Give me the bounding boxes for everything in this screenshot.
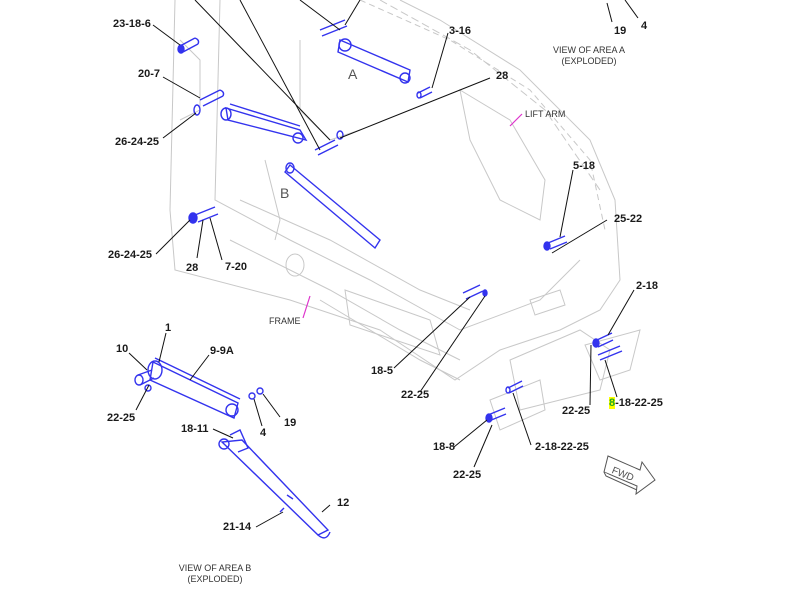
machine-outline [169, 0, 641, 431]
callout-1[interactable]: 1 [165, 322, 172, 334]
callout-2-18-22-25[interactable]: 2-18-22-25 [535, 441, 589, 453]
callout-2-18[interactable]: 2-18 [636, 280, 659, 292]
callout-21-14[interactable]: 21-14 [223, 521, 252, 533]
frame-label: FRAME [269, 316, 301, 326]
callout-8-18-22-25-rest: -18-22-25 [615, 397, 663, 409]
callout-3-16[interactable]: 3-16 [449, 25, 472, 37]
callout-18-5[interactable]: 18-5 [371, 365, 394, 377]
view-area-b-caption-line1: VIEW OF AREA B [178, 563, 252, 573]
callout-9-9a[interactable]: 9-9A [210, 345, 234, 357]
view-area-a-caption-line2: (EXPLODED) [561, 56, 617, 66]
callout-25-22[interactable]: 25-22 [614, 213, 643, 225]
view-area-b-caption-line2: (EXPLODED) [187, 574, 243, 584]
highlighted-parts [134, 19, 623, 539]
fwd-arrow-icon [603, 455, 656, 496]
callout-5-18[interactable]: 5-18 [573, 160, 596, 172]
callout-4-b[interactable]: 4 [260, 427, 267, 439]
callout-7-20[interactable]: 7-20 [225, 261, 248, 273]
callout-20-7[interactable]: 20-7 [138, 68, 161, 80]
callout-19-b[interactable]: 19 [284, 417, 297, 429]
callout-28-top[interactable]: 28 [496, 70, 509, 82]
callout-22-25-d[interactable]: 22-25 [107, 412, 136, 424]
leader-lines [128, 0, 639, 528]
callout-28-mid[interactable]: 28 [186, 262, 199, 274]
view-area-b-caption: VIEW OF AREA B (EXPLODED) [174, 563, 256, 585]
callout-22-25-b[interactable]: 22-25 [562, 405, 591, 417]
callout-23-18-6[interactable]: 23-18-6 [113, 18, 151, 30]
search-highlight: 8 [609, 397, 616, 409]
view-area-a-caption: VIEW OF AREA A (EXPLODED) [546, 45, 632, 67]
area-a-label: A [348, 66, 358, 82]
callout-18-11[interactable]: 18-11 [181, 423, 209, 435]
label-leaders [302, 113, 523, 319]
callout-18-8[interactable]: 18-8 [433, 441, 456, 453]
callout-10[interactable]: 10 [116, 343, 129, 355]
callout-8-18-22-25[interactable]: 8-18-22-25 [609, 397, 663, 409]
callout-26-24-25-top[interactable]: 26-24-25 [115, 136, 160, 148]
callout-22-25-c[interactable]: 22-25 [453, 469, 482, 481]
callout-26-24-25-mid[interactable]: 26-24-25 [108, 249, 153, 261]
callout-12[interactable]: 12 [337, 497, 350, 509]
callout-22-25-a[interactable]: 22-25 [401, 389, 430, 401]
lift-arm-label: LIFT ARM [525, 109, 566, 119]
area-b-label: B [280, 185, 290, 201]
callout-19-top[interactable]: 19 [614, 25, 627, 37]
view-area-a-caption-line1: VIEW OF AREA A [552, 45, 626, 55]
callout-4-top[interactable]: 4 [641, 20, 648, 32]
